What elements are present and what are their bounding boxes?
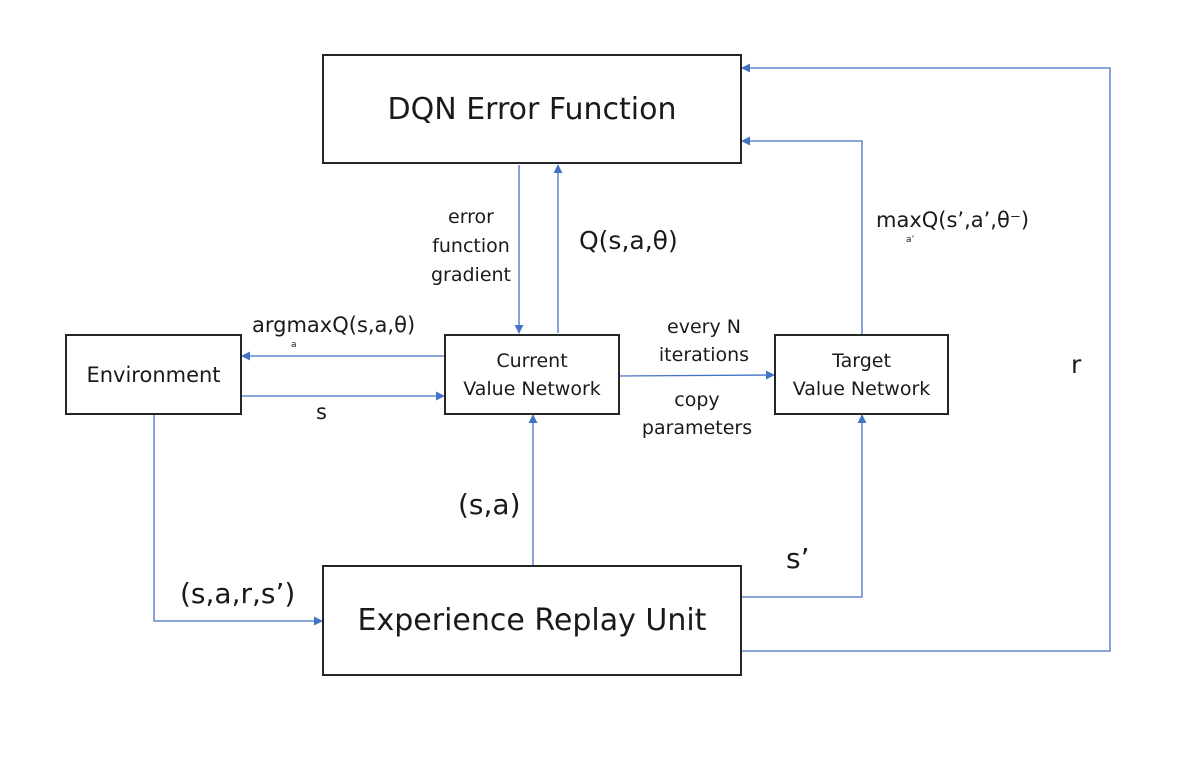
next-state-arrow: [742, 414, 867, 598]
target-network-line2: Value Network: [792, 377, 931, 400]
current-network-line2: Value Network: [463, 377, 601, 400]
dqn-error-function-label: DQN Error Function: [387, 91, 677, 127]
copy-top-edge-label: every N iterations: [658, 316, 750, 366]
state-action-edge-label: (s,a): [458, 488, 521, 521]
environment-box: Environment: [65, 334, 242, 415]
dqn-error-function-box: DQN Error Function: [322, 54, 742, 164]
reward-edge-label: r: [1071, 350, 1082, 379]
argmax-edge-label: argmaxQ(s,a,θ): [252, 313, 416, 337]
environment-label: Environment: [86, 362, 221, 387]
current-network-line1: Current: [496, 349, 568, 372]
max-target-arrow: [741, 136, 863, 334]
argmax-subscript: a: [291, 340, 297, 350]
transition-edge-label: (s,a,r,s’): [180, 577, 296, 610]
copy-bottom-edge-label: copy parameters: [641, 389, 753, 439]
next-state-edge-label: s’: [786, 542, 810, 575]
state-edge-label: s: [316, 400, 327, 424]
target-value-network-box: Target Value Network: [774, 334, 949, 415]
experience-replay-unit-box: Experience Replay Unit: [322, 565, 742, 676]
experience-replay-unit-label: Experience Replay Unit: [357, 603, 707, 638]
current-value-network-box: Current Value Network: [444, 334, 620, 415]
max-target-edge-label: maxQ(s’,a’,θ⁻): [876, 208, 1030, 232]
gradient-edge-label: error function gradient: [430, 206, 512, 286]
transition-arrow: [153, 415, 323, 626]
target-network-line1: Target: [832, 349, 891, 372]
q-value-edge-label: Q(s,a,θ): [579, 226, 678, 255]
reward-arrow: [741, 63, 1111, 652]
max-target-subscript: a’: [906, 235, 915, 245]
copy-parameters-arrow: [619, 370, 775, 380]
